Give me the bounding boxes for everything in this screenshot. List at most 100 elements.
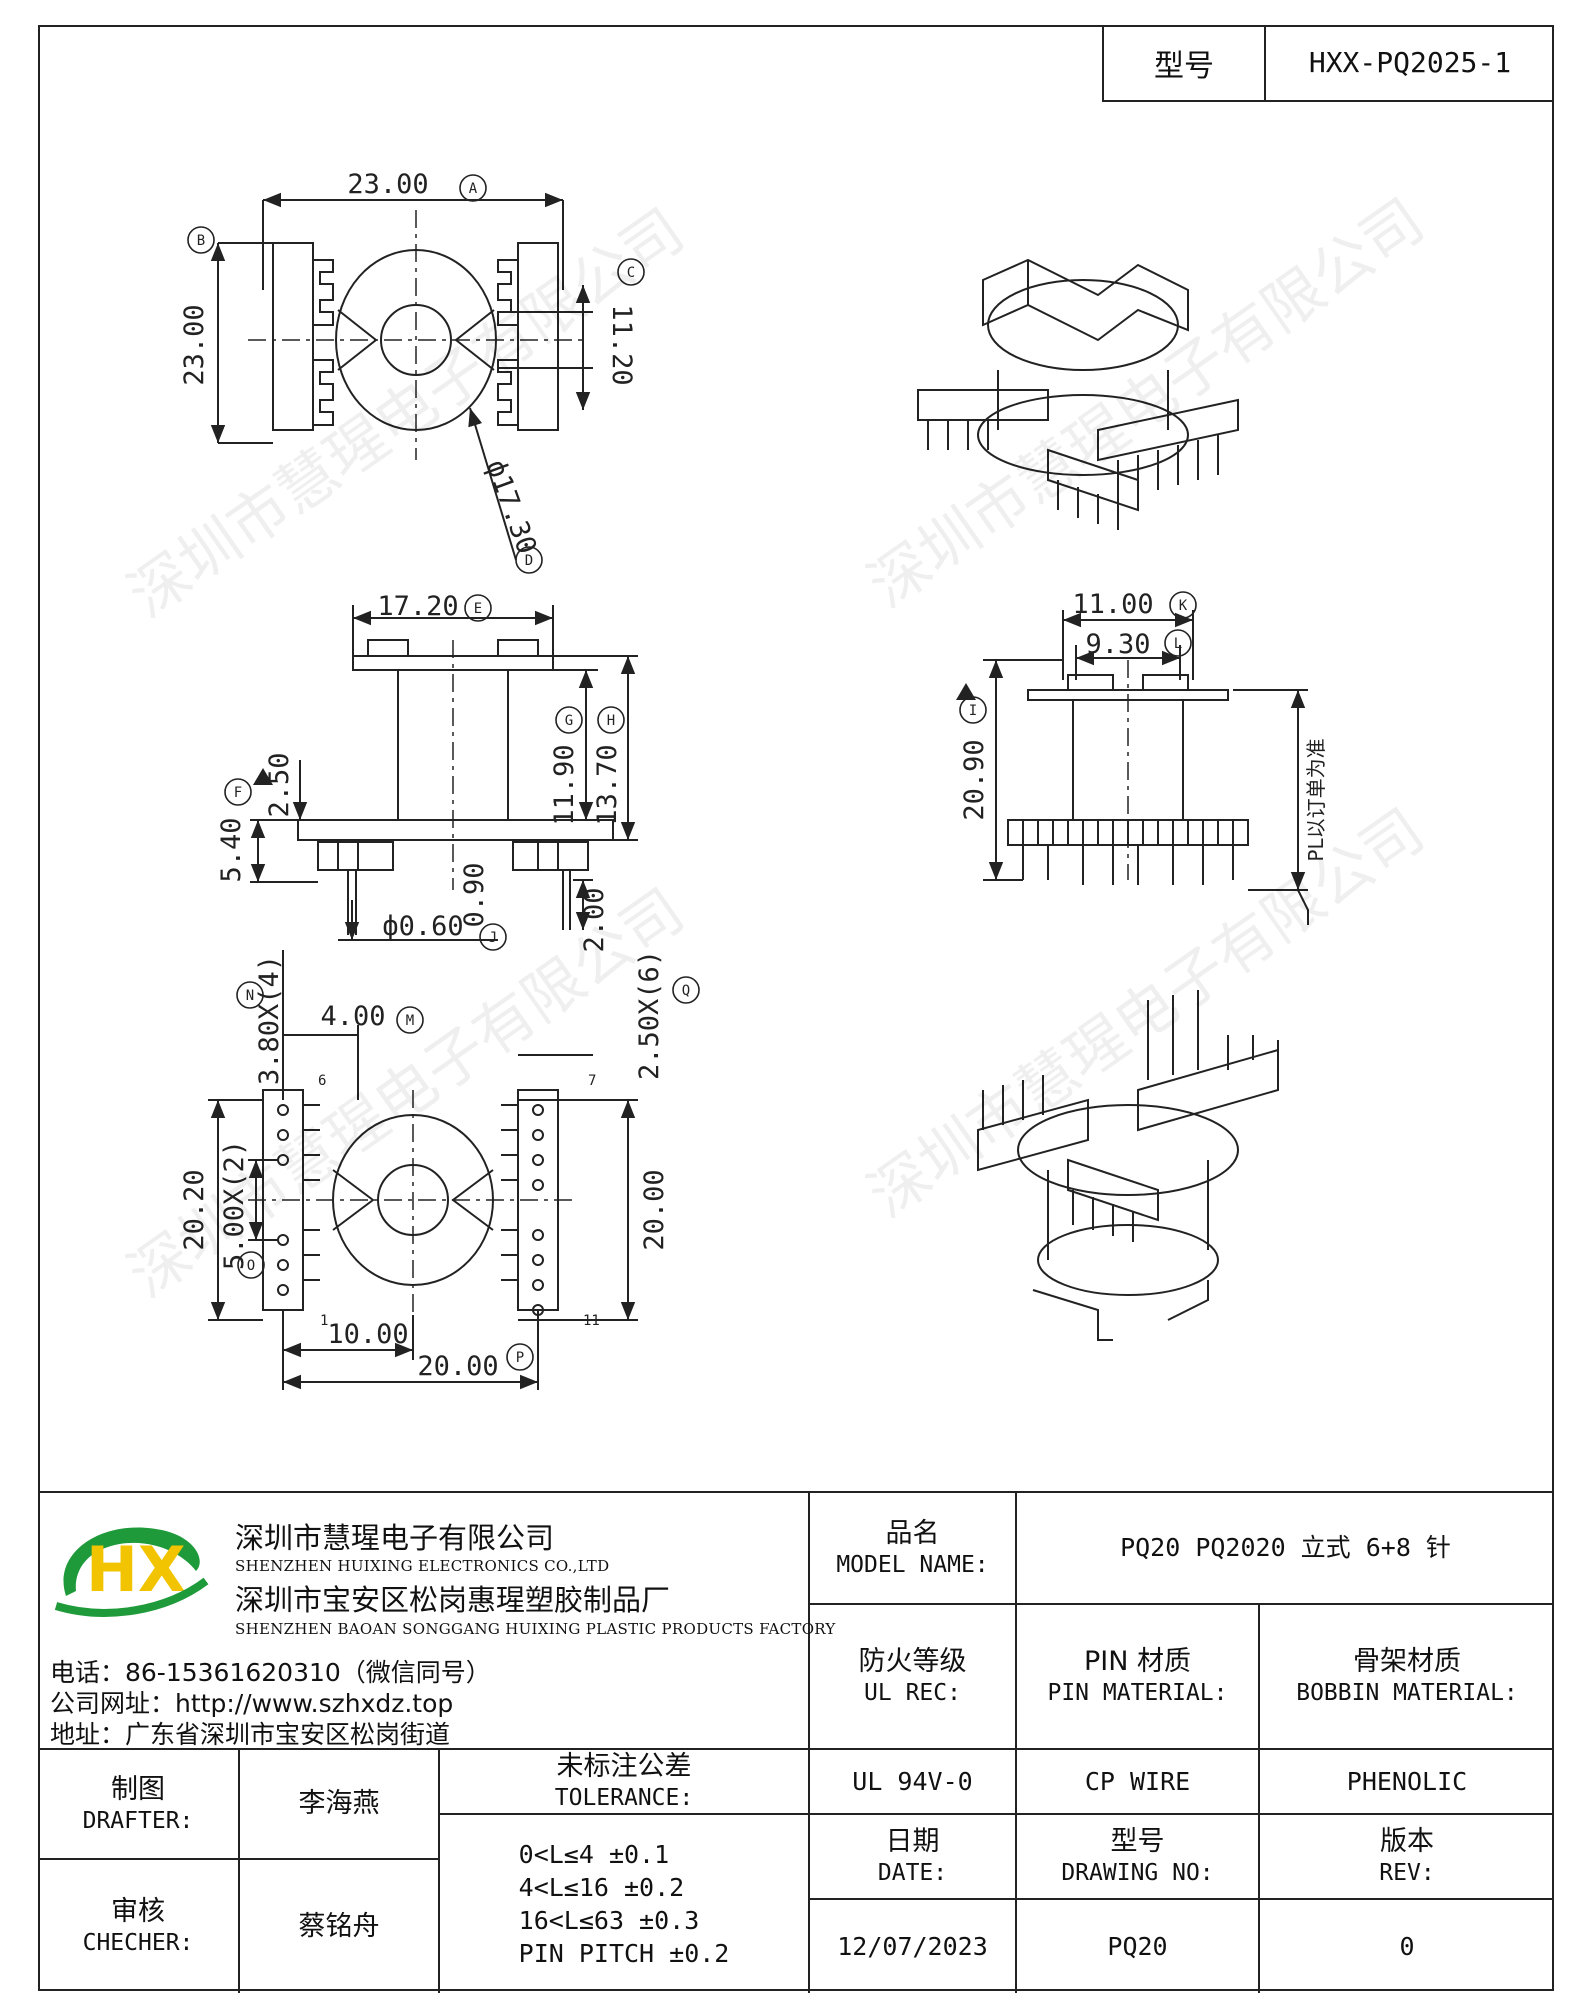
company-logo: HX (54, 1527, 209, 1617)
watermark-4: 深圳市慧瑆电子有限公司 (856, 796, 1437, 1232)
dim-q-value: 2.50X(6) (634, 950, 665, 1080)
tag-f: F (234, 785, 242, 801)
dim-w2-value: 20.00 (639, 1169, 670, 1250)
tag-j: J (489, 930, 497, 946)
contact-address: 地址：广东省深圳市宝安区松岗街道 (50, 1720, 451, 1749)
tag-c: C (627, 265, 635, 281)
model-label: 型号 (1104, 25, 1266, 100)
model-name-label: 品名 MODEL NAME: (810, 1493, 1015, 1603)
ul-value-cell: UL 94V-0 (810, 1750, 1015, 1813)
dim-k-value: 11.00 (1072, 589, 1153, 620)
dim-d-value: ф17.30 (480, 456, 542, 558)
side-view (250, 605, 638, 941)
date-label: 日期 DATE: (810, 1815, 1015, 1898)
pl-note: PL以订单为准 (1304, 738, 1328, 861)
checker-name-cell: 蔡铭舟 (240, 1860, 438, 1993)
dim-m-value: 4.00 (320, 1001, 385, 1032)
iso-view-bottom (977, 990, 1279, 1341)
tag-q: Q (682, 983, 690, 999)
tag-g: G (565, 713, 573, 729)
contact-website: 公司网址：http://www.szhxdz.top (50, 1689, 454, 1718)
tag-e: E (474, 601, 482, 617)
factory-name-cn: 深圳市宝安区松岗惠瑆塑胶制品厂 (235, 1583, 671, 1617)
pin-material-value-cell: CP WIRE (1017, 1750, 1258, 1813)
dim-i-value: 20.90 (959, 739, 990, 820)
mark-triangle-2 (956, 683, 976, 700)
dim-a-value: 23.00 (347, 169, 428, 200)
pin-material-label: PIN 材质 PIN MATERIAL: (1017, 1605, 1258, 1748)
tag-i: I (969, 703, 977, 719)
rev-label-en: REV: (1379, 1860, 1435, 1886)
date-label-cn: 日期 (885, 1826, 940, 1858)
tolerance-label-cn: 未标注公差 (556, 1751, 692, 1783)
dim-w1-value: 20.20 (179, 1169, 210, 1250)
dim-f2-value: 5.40 (216, 817, 247, 882)
dim-c1-value: 10.00 (327, 1319, 408, 1350)
dim-b-value: 23.00 (179, 304, 210, 385)
tag-b: B (197, 233, 205, 249)
watermark-1: 深圳市慧瑆电子有限公司 (116, 196, 697, 632)
pin-6-label: 6 (318, 1073, 326, 1089)
drawing-no-label-en: DRAWING NO: (1061, 1860, 1214, 1886)
ul-label-cn: 防火等级 (858, 1646, 967, 1678)
dim-c-value: 11.20 (606, 304, 637, 385)
pin-7-label: 7 (588, 1073, 596, 1089)
ul-label-en: UL REC: (864, 1680, 961, 1706)
pin-1-label: 1 (320, 1313, 328, 1329)
bobbin-material-value-cell: PHENOLIC (1260, 1750, 1554, 1813)
model-header-box: 型号 HXX-PQ2025-1 (1102, 25, 1554, 102)
rev-value-cell: 0 (1260, 1900, 1554, 1993)
rev-label-cn: 版本 (1380, 1826, 1434, 1858)
checker-name: 蔡铭舟 (298, 1910, 380, 1942)
drafter-label: 制图 DRAFTER: (38, 1750, 238, 1858)
ul-value: UL 94V-0 (852, 1766, 973, 1796)
tolerance-label-en: TOLERANCE: (554, 1785, 694, 1811)
pin-11-label: 11 (583, 1313, 600, 1329)
contact-phone: 电话：86-15361620310（微信同号） (50, 1658, 491, 1687)
company-name-en: SHENZHEN HUIXING ELECTRONICS CO.,LTD (235, 1557, 610, 1575)
watermark-2: 深圳市慧瑆电子有限公司 (856, 186, 1437, 622)
mark-triangle-1 (253, 768, 273, 785)
checker-label: 审核 CHECHER: (38, 1860, 238, 1993)
iso-view-top (917, 258, 1239, 530)
tag-m: M (406, 1013, 414, 1029)
top-view (210, 192, 593, 561)
model-value: HXX-PQ2025-1 (1308, 46, 1512, 79)
tag-l: L (1174, 636, 1182, 652)
factory-name-en: SHENZHEN BAOAN SONGGANG HUIXING PLASTIC … (235, 1620, 836, 1638)
tolerance-line: 16<L≤63 ±0.3 (518, 1906, 700, 1935)
date-label-en: DATE: (877, 1860, 948, 1886)
dim-h-value: 13.70 (592, 744, 623, 825)
tag-a: A (469, 181, 478, 197)
front-view (983, 610, 1309, 925)
title-block: HX 深圳市慧瑆电子有限公司 SHENZHEN HUIXING ELECTRON… (38, 1491, 1554, 1993)
drafter-label-en: DRAFTER: (82, 1807, 194, 1834)
drawing-no-value: PQ20 (1107, 1931, 1168, 1961)
technical-drawing: 23.00 23.00 11.20 ф17.30 A B C D 17.20 2… (116, 169, 1437, 1390)
model-name-label-cn: 品名 (885, 1517, 940, 1549)
drawing-no-label-cn: 型号 (1110, 1826, 1165, 1858)
tag-n: N (246, 988, 254, 1004)
drawing-no-label: 型号 DRAWING NO: (1017, 1815, 1258, 1898)
rev-value: 0 (1399, 1931, 1415, 1961)
pin-material-label-en: PIN MATERIAL: (1047, 1680, 1228, 1706)
company-info: HX 深圳市慧瑆电子有限公司 SHENZHEN HUIXING ELECTRON… (38, 1493, 835, 1749)
dim-j-value: ф0.60 (382, 911, 463, 942)
pin-material-value: CP WIRE (1084, 1766, 1191, 1796)
dim-p-value: 20.00 (417, 1351, 498, 1382)
bobbin-material-value: PHENOLIC (1346, 1766, 1468, 1796)
dim-f-value: 2.50 (264, 752, 295, 817)
bobbin-material-label-cn: 骨架材质 (1353, 1646, 1461, 1678)
tolerance-line: PIN PITCH ±0.2 (518, 1939, 730, 1968)
bobbin-material-label-en: BOBBIN MATERIAL: (1296, 1680, 1518, 1706)
drafter-name: 李海燕 (298, 1788, 380, 1820)
tag-d: D (525, 553, 533, 569)
dim-l2-value: 2.00 (579, 887, 610, 952)
drawing-sheet (38, 25, 1554, 1991)
drawing-no-value-cell: PQ20 (1017, 1900, 1258, 1993)
pin-material-label-cn: PIN 材质 (1083, 1646, 1192, 1678)
bobbin-material-label: 骨架材质 BOBBIN MATERIAL: (1260, 1605, 1554, 1748)
date-value: 12/07/2023 (837, 1931, 988, 1961)
dim-k2-value: 0.90 (459, 862, 490, 927)
company-name-cn: 深圳市慧瑆电子有限公司 (235, 1521, 555, 1555)
